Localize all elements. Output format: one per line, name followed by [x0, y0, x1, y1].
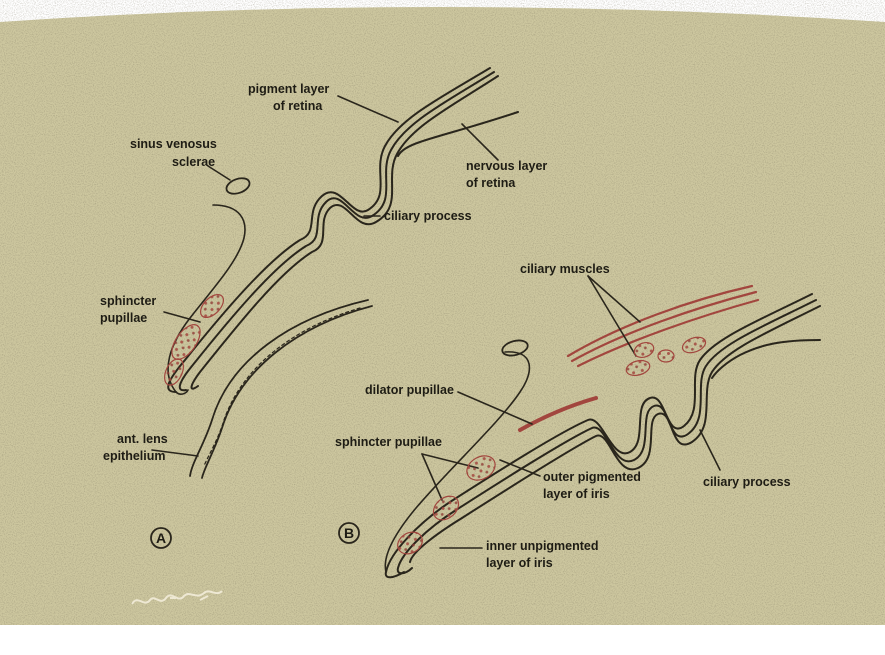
- label-inner-unpigmented-line2: layer of iris: [486, 556, 553, 570]
- label-nervous-layer-line1: nervous layer: [466, 159, 547, 173]
- label-nervous-layer-line2: of retina: [466, 176, 516, 190]
- label-outer-pigmented-line1: outer pigmented: [543, 470, 641, 484]
- label-sinus-venosus-line1: sinus venosus: [130, 137, 217, 151]
- label-pigment-layer-line1: pigment layer: [248, 82, 329, 96]
- label-ciliary-process-a: ciliary process: [384, 209, 472, 223]
- label-sphincter-a-line2: pupillae: [100, 311, 147, 325]
- label-dilator-pupillae: dilator pupillae: [365, 383, 454, 397]
- label-inner-unpigmented-line1: inner unpigmented: [486, 539, 599, 553]
- label-lens-epithelium-line1: ant. lens: [117, 432, 168, 446]
- bottom-margin: [0, 625, 885, 650]
- label-sinus-venosus-line2: sclerae: [172, 155, 215, 169]
- figure-letter-a: A: [156, 530, 166, 546]
- label-ciliary-muscles: ciliary muscles: [520, 262, 610, 276]
- label-outer-pigmented-line2: layer of iris: [543, 487, 610, 501]
- figure-letter-b: B: [344, 525, 354, 541]
- label-ciliary-process-b: ciliary process: [703, 475, 791, 489]
- label-sphincter-b: sphincter pupillae: [335, 435, 442, 449]
- label-pigment-layer-line2: of retina: [273, 99, 323, 113]
- label-lens-epithelium-line2: epithelium: [103, 449, 166, 463]
- label-sphincter-a-line1: sphincter: [100, 294, 156, 308]
- ciliary-muscle-cluster-3: [658, 350, 674, 362]
